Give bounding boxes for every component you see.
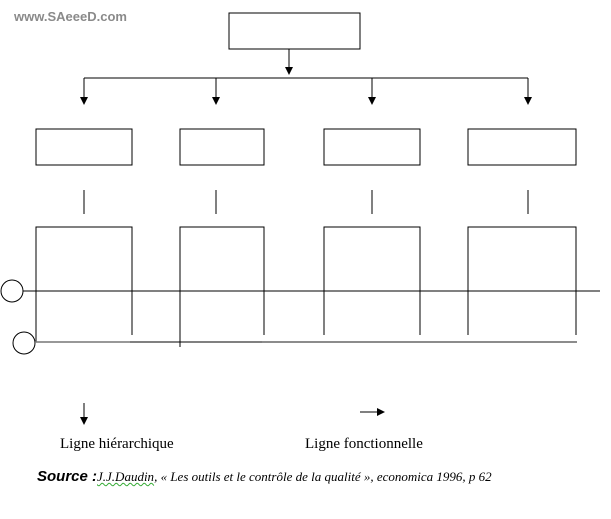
functional-line-node [0,279,24,303]
department-box [35,128,133,166]
unit-frame [179,226,265,347]
department-box [179,128,265,166]
department-box [467,128,577,166]
source-author: J.J.Daudin [97,469,155,484]
functional-line-node [12,331,36,355]
unit-frame [323,226,421,335]
source-citation: Source :J.J.Daudin, « Les outils et le c… [37,468,492,485]
unit-frame [467,226,577,335]
department-box [323,128,421,166]
legend-functional-label: Ligne fonctionnelle [305,436,423,452]
source-label: Source : [37,468,98,485]
legend-hierarchical-label: Ligne hiérarchique [60,436,174,452]
source-reference: , « Les outils et le contrôle de la qual… [154,469,492,484]
top-box [228,12,361,50]
watermark: www.SAeeeD.com [14,9,127,24]
unit-frame [35,226,133,342]
